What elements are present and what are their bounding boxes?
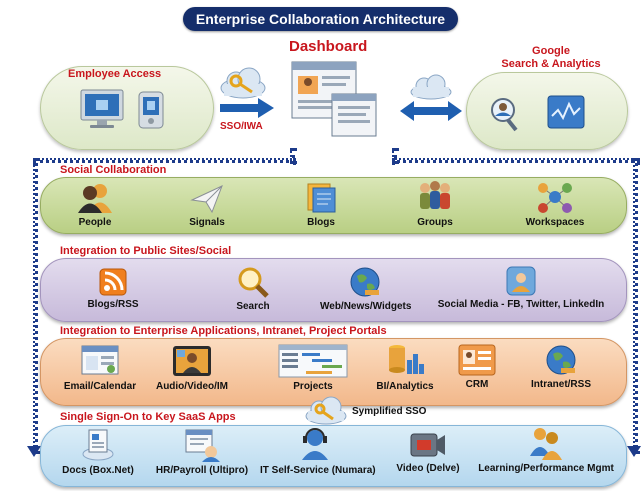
employee-access-panel [40,66,214,150]
learning-people-icon [530,428,562,460]
mobile-device-icon [138,91,164,129]
video-tablet-icon [173,346,211,376]
item-people: People [70,182,120,228]
connector-right-down [633,158,638,454]
hr-payroll-icon [185,429,220,462]
section-title-sso: Single Sign-On to Key SaaS Apps [60,411,236,423]
dashboard-window-icon [291,61,377,137]
item-blogs: Blogs [296,182,346,228]
connector-left-top [33,158,296,163]
item-search: Search [228,266,278,312]
rss-icon [99,268,127,296]
item-bi-analytics: BI/Analytics [370,342,440,392]
social-profile-icon [506,266,536,296]
symplified-sso-label: Symplified SSO [352,406,427,417]
band-sso [40,425,627,487]
google-label: Google Search & Analytics [501,45,601,70]
item-intranet-rss: Intranet/RSS [528,344,594,390]
item-signals: Signals [182,182,232,228]
item-learning-performance: Learning/Performance Mgmt [476,426,616,474]
arrow-down-right-icon [627,446,641,457]
bidirectional-arrow-icon [400,101,462,121]
crm-card-icon [458,344,496,376]
item-crm: CRM [452,344,502,390]
item-audio-video-im: Audio/Video/IM [150,344,234,392]
desktop-monitor-icon [80,89,124,128]
connector-right-up [392,148,397,164]
magnifier-person-icon [491,98,518,132]
cloud-key-icon [220,67,266,99]
cloud-icon [410,74,452,100]
item-it-self-service: IT Self-Service (Numara) [260,426,376,476]
email-calendar-icon [81,345,119,375]
people-icon [78,184,112,213]
item-blogs-rss: Blogs/RSS [78,268,148,310]
workspace-network-icon [538,183,572,213]
support-agent-icon [302,428,328,460]
video-camera-icon [410,433,445,457]
intranet-globe-icon [546,345,576,375]
section-title-enterprise: Integration to Enterprise Applications, … [60,325,387,337]
connector-right-top [392,158,640,163]
sso-iwa-label: SSO/IWA [220,121,263,132]
item-docs: Docs (Box.Net) [56,428,140,476]
item-email-calendar: Email/Calendar [60,344,140,392]
connector-left-down [33,158,38,454]
item-projects: Projects [268,344,358,392]
item-video-delve: Video (Delve) [388,428,468,474]
employee-access-label: Employee Access [68,68,162,80]
blog-notes-icon [307,183,336,213]
dashboard-label: Dashboard [289,38,368,55]
database-chart-icon [389,345,424,374]
item-social-media: Social Media - FB, Twitter, LinkedIn [436,266,606,310]
section-title-public: Integration to Public Sites/Social [60,245,232,257]
paper-plane-icon [190,185,223,214]
analytics-chart-icon [547,95,585,129]
cloud-key-sso-icon [305,396,347,425]
sso-arrow-icon [220,98,274,118]
arrow-down-left-icon [27,446,41,457]
gantt-chart-icon [278,344,348,378]
connector-left-up [290,148,295,164]
item-workspaces: Workspaces [520,180,590,228]
group-icon [420,181,450,209]
item-web-news-widgets: Web/News/Widgets [320,266,411,312]
diagram-title: Enterprise Collaboration Architecture [183,7,458,31]
item-hr-payroll: HR/Payroll (Ultipro) [150,428,254,476]
section-title-social: Social Collaboration [60,164,167,176]
globe-icon [350,267,380,297]
docs-cloud-icon [82,429,114,461]
item-groups: Groups [410,180,460,228]
search-icon [238,267,269,298]
